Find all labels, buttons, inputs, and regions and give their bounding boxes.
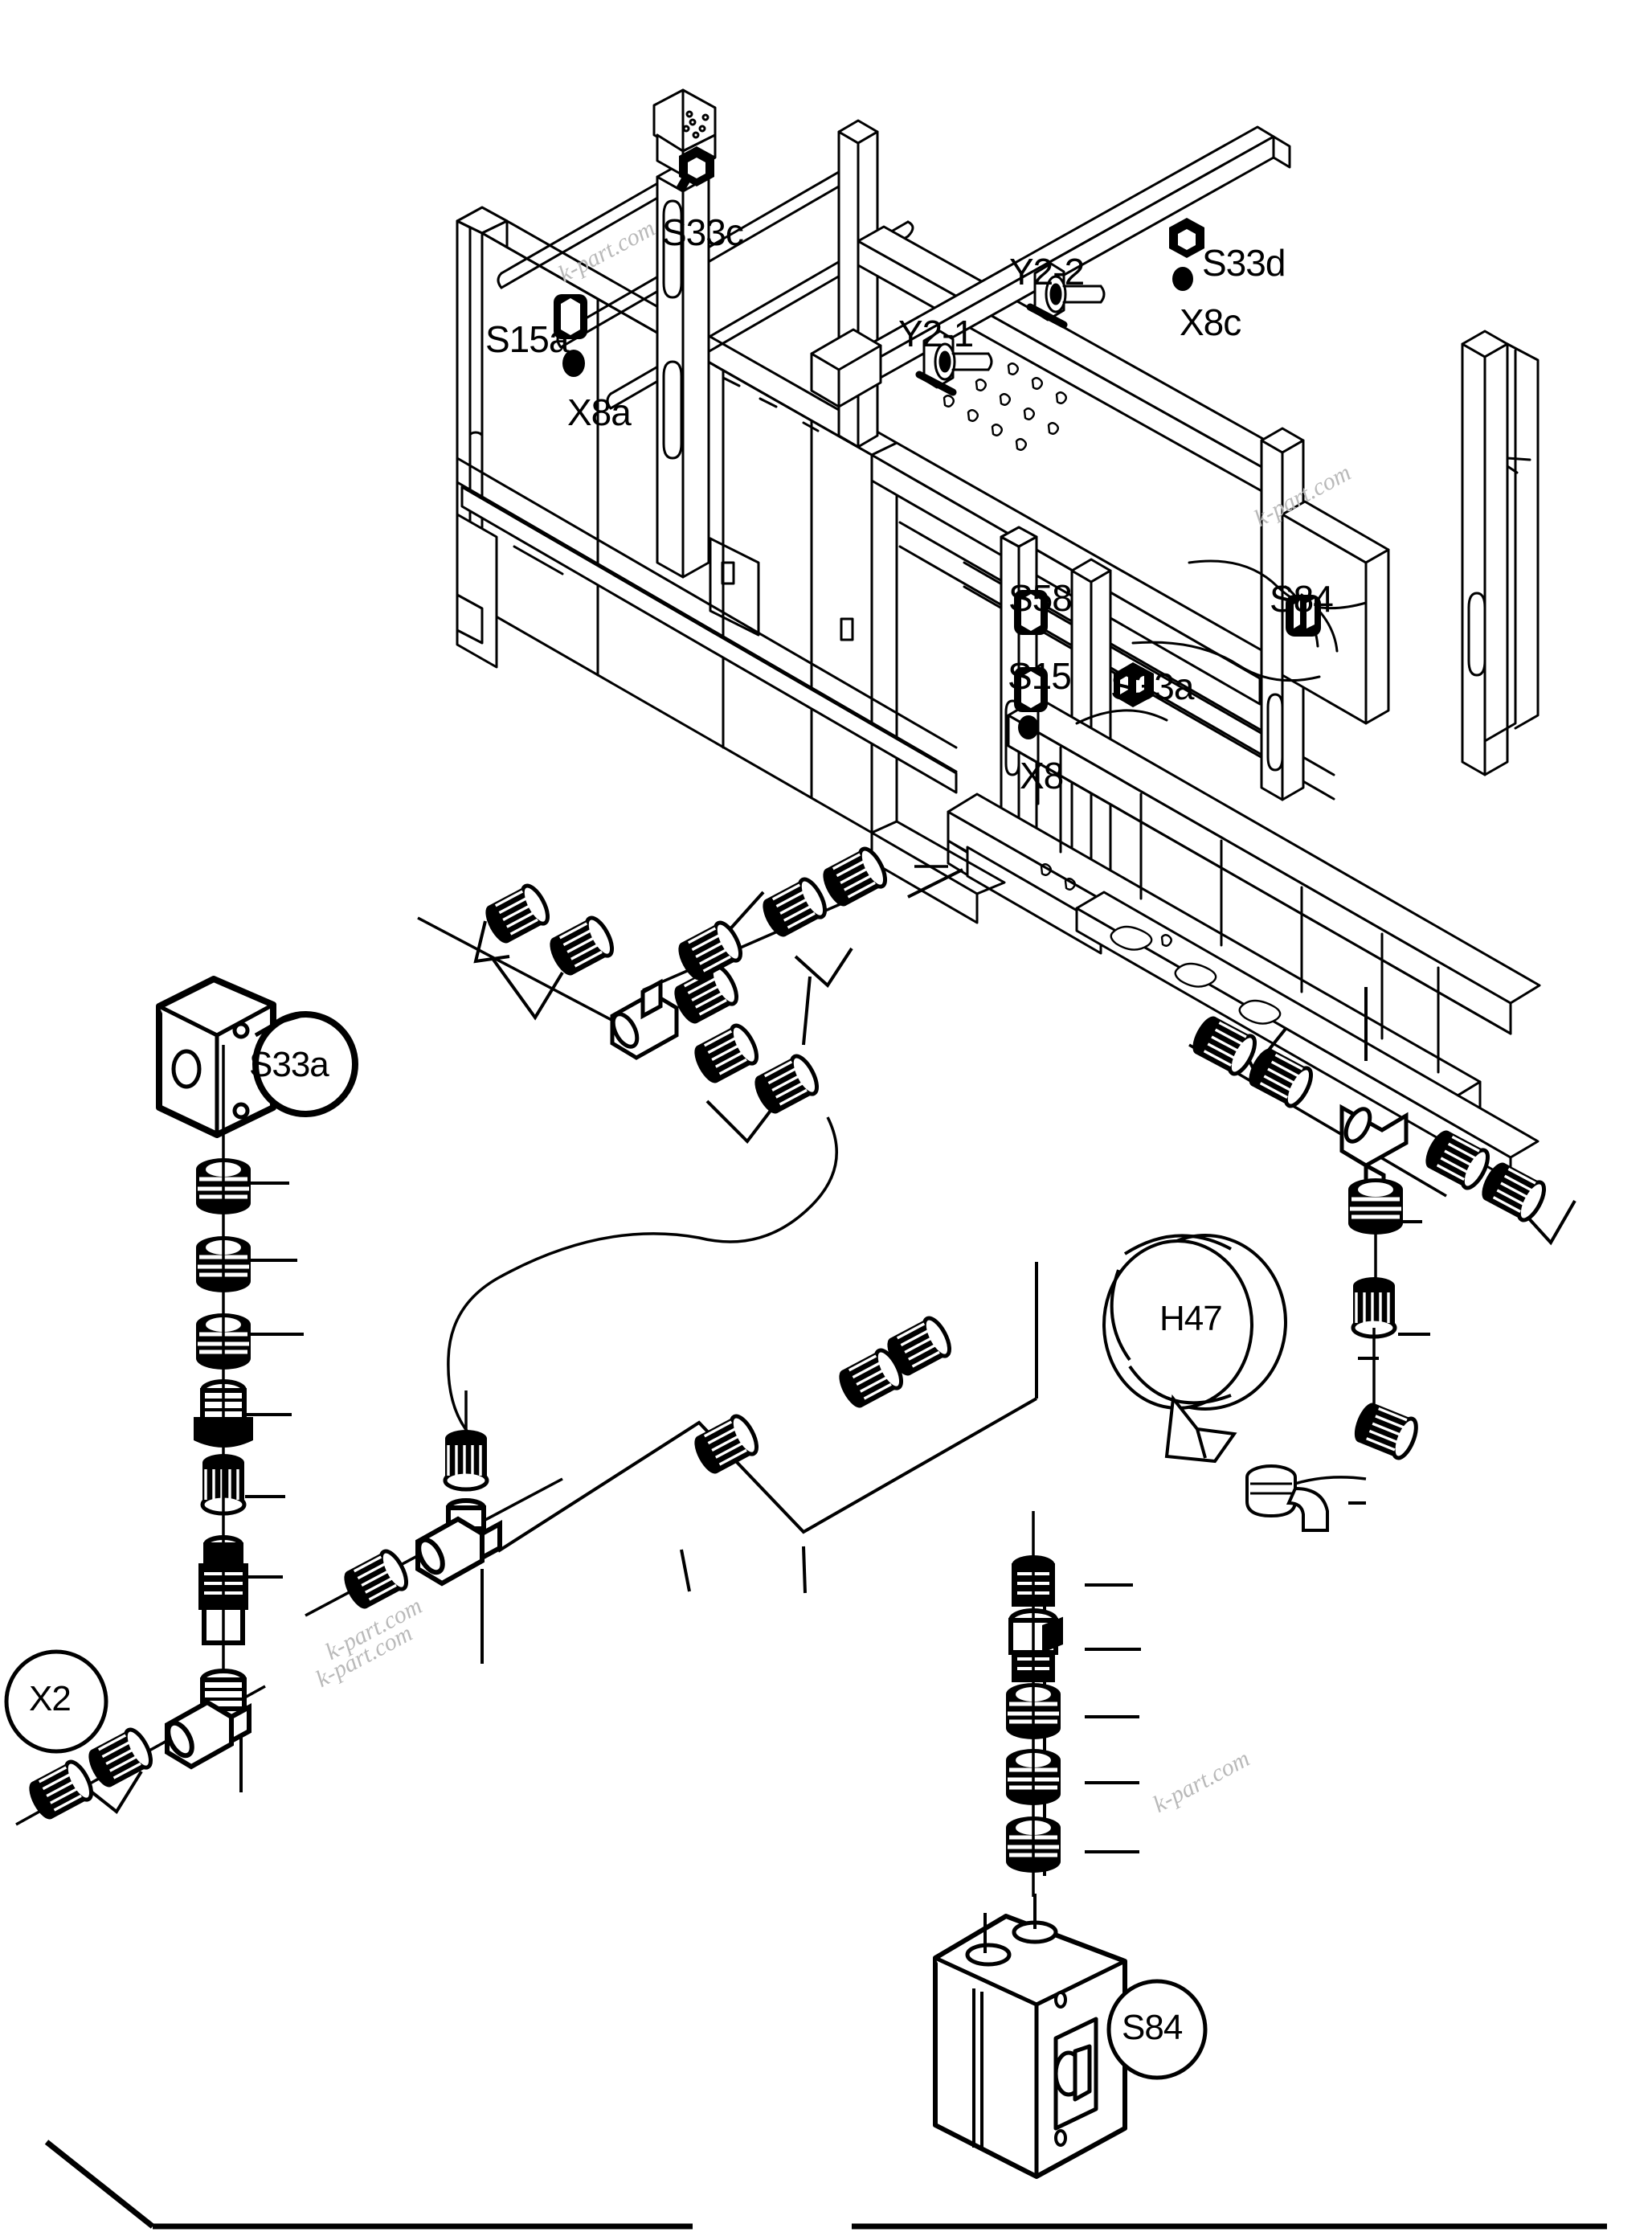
label-s58: S58 — [1008, 577, 1073, 619]
label-x8: X8 — [1020, 755, 1064, 797]
callout-label-h47: H47 — [1159, 1299, 1223, 1338]
label-y2-1: Y2-1 — [898, 313, 974, 354]
callout-label-s84-part: S84 — [1122, 2008, 1183, 2047]
label-x8a: X8a — [567, 391, 632, 433]
cluster-s84-vertical-stack — [1006, 1511, 1063, 1897]
cluster-left-vertical-stack — [194, 1045, 253, 1696]
callout-label-x2: X2 — [29, 1679, 72, 1718]
part-h47-lamp — [1102, 1234, 1329, 1532]
label-x8c: X8c — [1180, 301, 1241, 343]
label-s33c: S33c — [662, 211, 744, 253]
part-s84-disconnect-switch — [933, 1894, 1127, 2179]
label-s15a: S15a — [485, 318, 569, 360]
label-y2-2: Y2-2 — [1009, 251, 1085, 293]
balloon-s84 — [1106, 1979, 1208, 2080]
cluster-right-tee — [1188, 1013, 1549, 1461]
label-s33d: S33d — [1202, 242, 1286, 284]
label-s33a-frame: S33a — [1110, 666, 1194, 707]
part-s33a-pressure-switch — [156, 976, 358, 1138]
callout-balloons — [4, 1649, 1208, 2080]
cluster-center-tee — [305, 1314, 955, 1617]
valve-solenoid-y2-2 — [1026, 262, 1106, 329]
label-s84-frame: S84 — [1270, 578, 1334, 620]
frame-component-markers — [554, 146, 1321, 739]
valve-solenoid-y2-1 — [915, 330, 993, 396]
label-s15: S15 — [1008, 655, 1072, 697]
callout-label-s33a: S33a — [249, 1045, 329, 1084]
cluster-top-center-tee — [417, 845, 890, 1117]
drawing-frame-border — [44, 2140, 1607, 2230]
cluster-x2-tee — [15, 1669, 266, 1826]
balloon-x2 — [4, 1649, 108, 1754]
